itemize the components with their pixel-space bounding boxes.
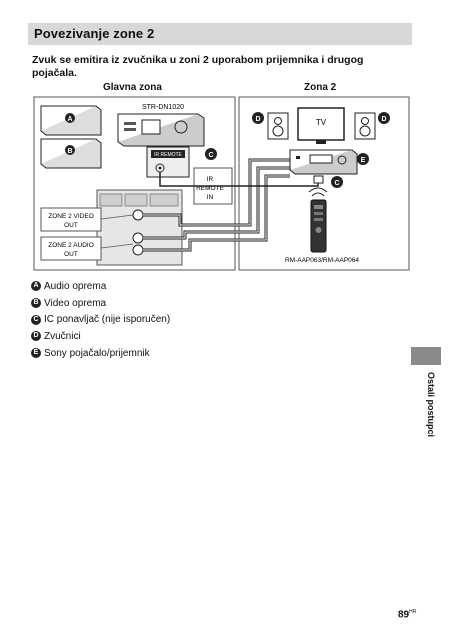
audio-out-jack-l [132,232,144,244]
video-out-jack [132,209,144,221]
badge-e: E [361,157,366,164]
main-zone-label: Glavna zona [103,82,162,93]
ir-remote-in-line2: REMOTE [196,185,224,192]
audio-out-jack-r [132,244,144,256]
zone2-audio-out-line2: OUT [64,251,78,258]
legend-text-d: Zvučnici [44,330,81,342]
page-suffix: HR [409,609,417,615]
legend-text-b: Video oprema [44,297,107,309]
section-header: Povezivanje zone 2 [28,23,412,45]
side-tab [411,347,441,365]
side-tab-label: Ostali postupci [426,372,436,438]
side-tab-text: Ostali postupci [424,372,438,462]
legend-text-c: IC ponavljač (nije isporučen) [44,314,171,326]
tv-label: TV [316,118,327,127]
legend-text-a: Audio oprema [44,280,107,292]
audio-equipment-a: A [40,105,102,136]
legend-badge-d: D [31,331,41,342]
receiver-model-label: STR-DN1020 [142,104,184,111]
ir-remote-panel-label: IR REMOTE [154,152,182,158]
zone2-audio-out-box [40,236,102,261]
zone2-amplifier [289,149,358,175]
zone2-video-out-line2: OUT [64,222,78,229]
badge-c: C [208,152,213,159]
ir-repeater-sensor [313,175,324,184]
legend-item-d: D Zvučnici [31,328,170,345]
badge-d-right: D [381,116,386,123]
badge-a: A [67,116,72,123]
speaker-right [354,112,376,140]
legend-item-c: C IC ponavljač (nije isporučen) [31,311,170,328]
section-title: Povezivanje zone 2 [34,26,155,41]
cables [143,158,319,252]
tv: TV [297,107,345,144]
page-number: 89HR [398,609,416,620]
badge-c-marker [205,148,217,160]
page-number-value: 89 [398,609,410,621]
badge-c-zone2: C [334,180,339,187]
zone2-label: Zona 2 [304,82,337,93]
legend-badge-c: C [31,314,41,325]
ir-remote-panel: IR REMOTE [146,146,190,178]
speaker-left [267,112,289,140]
badge-b: B [67,148,72,155]
legend-item-e: E Sony pojačalo/prijemnik [31,345,170,362]
zone2-video-out-box [40,207,102,232]
badge-d-left: D [255,116,260,123]
main-zone-frame [33,96,236,271]
legend-badge-a: A [31,281,41,292]
video-equipment-b: B [40,138,102,169]
legend-badge-b: B [31,298,41,309]
zone2-audio-out-line1: ZONE 2 AUDIO [48,242,94,249]
legend-text-e: Sony pojačalo/prijemnik [44,347,150,359]
legend-item-a: A Audio oprema [31,278,170,295]
receiver-front [117,113,205,147]
zone2-video-out-line1: ZONE 2 VIDEO [48,213,94,220]
ir-remote-in-line1: IR [207,176,214,183]
legend-item-b: B Video oprema [31,295,170,312]
receiver-rear-panel [96,189,183,266]
legend: A Audio oprema B Video oprema C IC ponav… [31,278,170,361]
legend-badge-e: E [31,348,41,359]
remote-model-label: RM-AAP063/RM-AAP064 [285,257,359,264]
zone2-frame [238,96,410,271]
remote-control [308,187,328,253]
ir-remote-in-line3: IN [207,194,214,201]
intro-text: Zvuk se emitira iz zvučnika u zoni 2 upo… [32,54,364,79]
